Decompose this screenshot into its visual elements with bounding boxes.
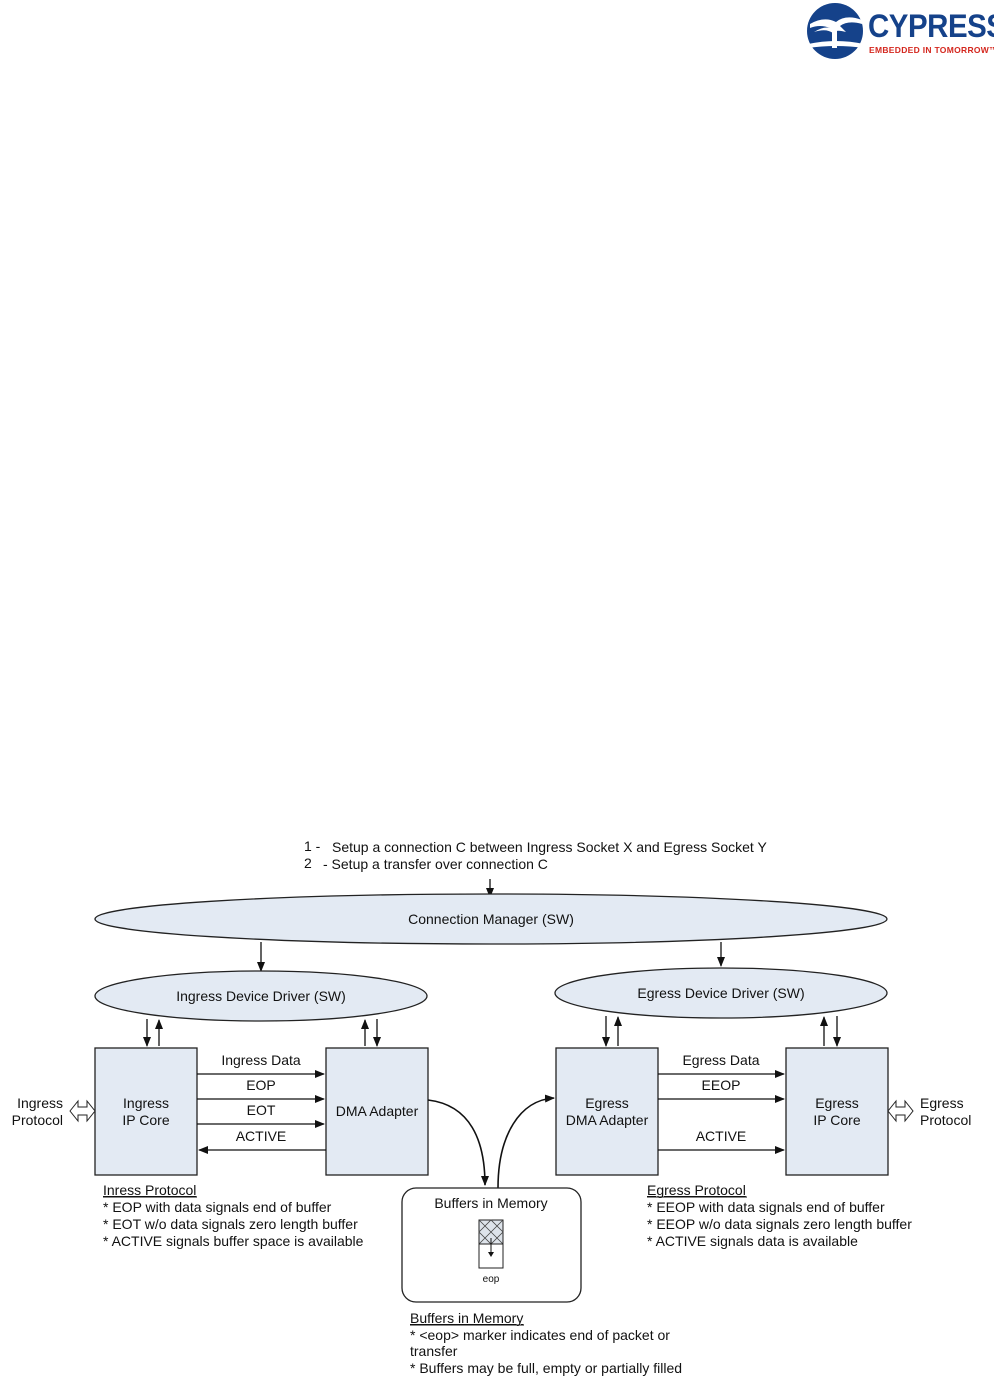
memory-note-1: * <eop> marker indicates end of packet o… <box>410 1327 670 1343</box>
egress-ip-core-box <box>785 1047 889 1176</box>
ingress-protocol-label-2: Protocol <box>12 1112 63 1128</box>
step-1-number: 1 - <box>304 838 321 854</box>
logo-wordmark: CYPRESS <box>868 8 994 44</box>
egress-driver-ellipse <box>554 967 888 1019</box>
egress-protocol-label-2: Protocol <box>920 1112 971 1128</box>
ingress-protocol-arrow-icon <box>69 1099 96 1123</box>
egress-notes-heading: Egress Protocol <box>647 1182 746 1198</box>
eop-marker-label: eop <box>483 1274 500 1285</box>
eop-label: EOP <box>246 1077 276 1093</box>
egress-ip-core-label-1: Egress <box>815 1095 859 1111</box>
ingress-protocol-label-1: Ingress <box>17 1095 63 1111</box>
buffer-stack-icon <box>478 1219 504 1269</box>
memory-to-egress-dma-arrow <box>497 1094 555 1189</box>
tree-globe-icon <box>807 3 864 59</box>
cypress-logo: CYPRESS EMBEDDED IN TOMORROW™ <box>806 2 994 60</box>
connection-manager-label: Connection Manager (SW) <box>408 911 574 927</box>
memory-note-3: * Buffers may be full, empty or partiall… <box>410 1360 682 1376</box>
step-1-text: Setup a connection C between Ingress Soc… <box>332 839 767 855</box>
egress-dma-label-1: Egress <box>585 1095 629 1111</box>
step-2-text: - Setup a transfer over connection C <box>323 856 548 872</box>
step-2-number: 2 <box>304 855 312 871</box>
egress-note-1: * EEOP with data signals end of buffer <box>647 1199 885 1215</box>
ingress-active-label: ACTIVE <box>236 1128 287 1144</box>
ingress-note-3: * ACTIVE signals buffer space is availab… <box>103 1233 364 1249</box>
egress-ip-core-label-2: IP Core <box>813 1112 860 1128</box>
egress-active-label: ACTIVE <box>696 1128 747 1144</box>
ingress-note-2: * EOT w/o data signals zero length buffe… <box>103 1216 358 1232</box>
egress-protocol-arrow-icon <box>887 1099 914 1123</box>
memory-note-2: transfer <box>410 1343 458 1359</box>
logo-tagline: EMBEDDED IN TOMORROW™ <box>869 45 994 55</box>
connection-manager-ellipse <box>94 893 888 945</box>
dma-to-memory-arrow <box>427 1099 489 1186</box>
egress-driver-label: Egress Device Driver (SW) <box>637 985 804 1001</box>
ingress-ip-core-box <box>94 1047 198 1176</box>
egress-data-label: Egress Data <box>682 1052 759 1068</box>
ingress-ip-core-label-1: Ingress <box>123 1095 169 1111</box>
ingress-note-1: * EOP with data signals end of buffer <box>103 1199 332 1215</box>
eeop-label: EEOP <box>702 1077 741 1093</box>
dma-adapter-label: DMA Adapter <box>336 1103 419 1119</box>
ingress-driver-ellipse <box>94 970 428 1022</box>
egress-note-2: * EEOP w/o data signals zero length buff… <box>647 1216 912 1232</box>
egress-note-3: * ACTIVE signals data is available <box>647 1233 858 1249</box>
egress-dma-label-2: DMA Adapter <box>566 1112 649 1128</box>
egress-dma-adapter-box <box>555 1047 659 1176</box>
dma-adapter-box <box>325 1047 429 1176</box>
egress-protocol-label-1: Egress <box>920 1095 964 1111</box>
ingress-notes-heading: Inress Protocol <box>103 1182 196 1198</box>
eot-label: EOT <box>247 1102 276 1118</box>
ingress-data-label: Ingress Data <box>221 1052 301 1068</box>
ingress-driver-label: Ingress Device Driver (SW) <box>176 988 346 1004</box>
memory-title: Buffers in Memory <box>434 1195 547 1211</box>
memory-notes-heading: Buffers in Memory <box>410 1310 523 1326</box>
ingress-ip-core-label-2: IP Core <box>122 1112 169 1128</box>
